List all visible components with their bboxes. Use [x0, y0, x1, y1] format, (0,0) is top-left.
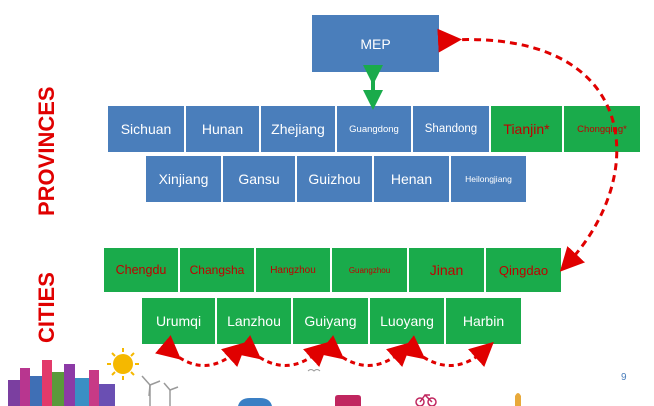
wind-turbine-icon — [141, 375, 179, 406]
province-gansu: Gansu — [222, 155, 296, 203]
arc-urumqi-lanzhou — [155, 335, 247, 367]
province-guangdong: Guangdong — [336, 105, 412, 153]
bicycle-icon — [415, 393, 437, 406]
province-guizhou: Guizhou — [296, 155, 373, 203]
city-chengdu: Chengdu — [103, 247, 179, 293]
sun-icon — [107, 348, 139, 380]
province-henan: Henan — [373, 155, 450, 203]
skyline-illustration — [8, 360, 115, 406]
arc-lanzhou-guiyang — [235, 335, 329, 367]
person-icon — [515, 393, 521, 406]
mep-label: MEP — [360, 35, 391, 52]
city-guangzhou: Guangzhou — [331, 247, 408, 293]
province-sichuan: Sichuan — [107, 105, 185, 153]
red-curved-arrow — [437, 28, 619, 272]
bird-icon — [307, 369, 321, 372]
bus-icon — [335, 395, 361, 406]
city-hangzhou: Hangzhou — [255, 247, 331, 293]
page-number: 9 — [621, 372, 627, 383]
arc-luoyang-harbin — [399, 335, 494, 367]
province-zhejiang: Zhejiang — [260, 105, 336, 153]
province-hunan: Hunan — [185, 105, 260, 153]
arc-guiyang-luoyang — [318, 335, 412, 367]
mep-box: MEP — [311, 14, 440, 73]
province-xinjiang: Xinjiang — [145, 155, 222, 203]
car-icon — [238, 398, 272, 406]
city-changsha: Changsha — [179, 247, 255, 293]
